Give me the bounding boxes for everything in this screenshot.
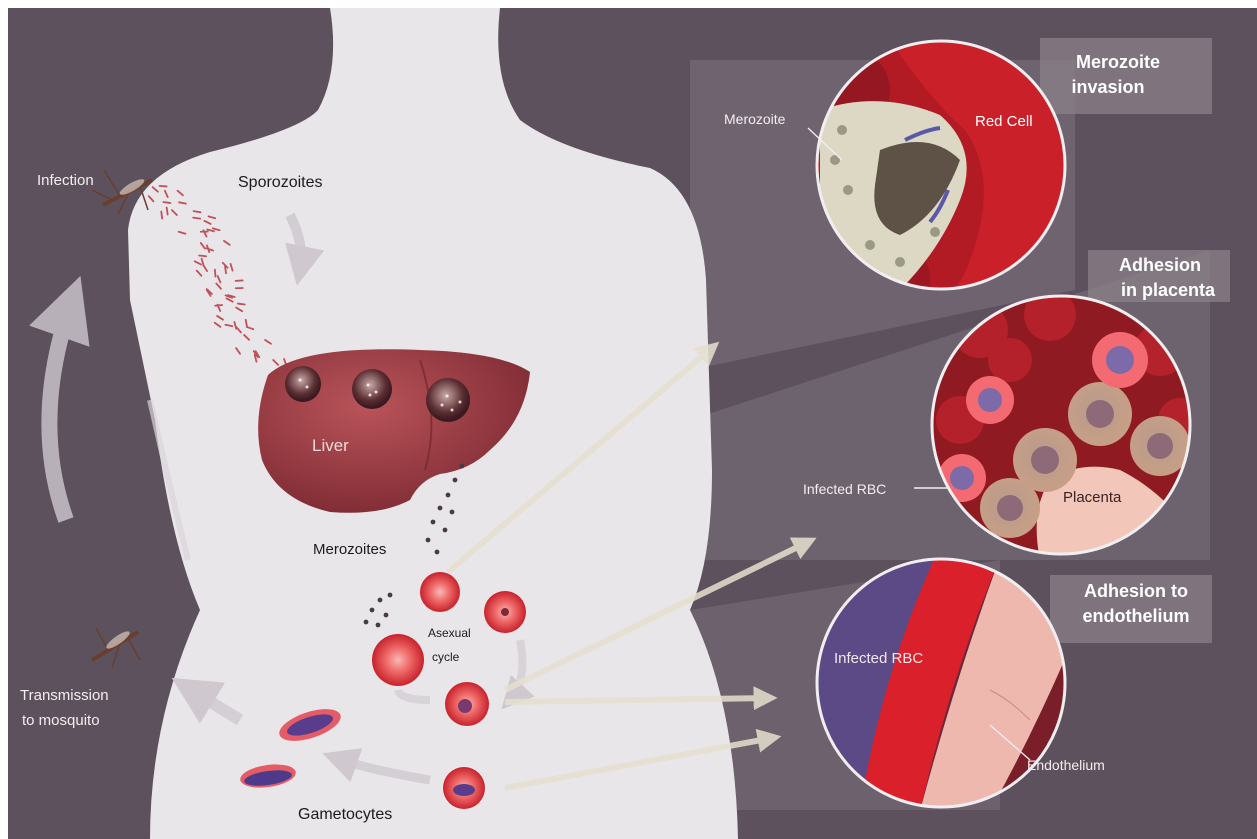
title-placenta-line1: Adhesion <box>1119 255 1201 275</box>
label-red-cell: Red Cell <box>975 113 1033 130</box>
label-asexual: Asexual <box>428 626 471 640</box>
label-infected-rbc-placenta: Infected RBC <box>803 481 886 497</box>
liver-schizont <box>285 366 321 402</box>
sporozoite <box>215 270 216 277</box>
parasite-ring <box>501 608 509 616</box>
ruptured-schizont-cell <box>372 634 424 686</box>
sporozoite <box>163 202 170 203</box>
sporozoite <box>225 266 226 273</box>
sporozoite <box>194 211 201 212</box>
label-gametocytes: Gametocytes <box>298 806 392 823</box>
title-box-invasion <box>1040 38 1212 114</box>
label-merozoites: Merozoites <box>313 541 386 558</box>
sporozoite <box>161 212 162 219</box>
label-liver: Liver <box>312 436 349 455</box>
sporozoite <box>167 208 168 215</box>
parasite-trophozoite <box>458 699 472 713</box>
label-endothelium: Endothelium <box>1027 757 1105 773</box>
label-sporozoites: Sporozoites <box>238 174 323 191</box>
title-invasion-line1: Merozoite <box>1076 52 1160 72</box>
label-merozoite: Merozoite <box>724 111 786 127</box>
arrow-to-endothelium <box>505 698 768 702</box>
sporozoite <box>238 304 245 305</box>
title-placenta-line2: in placenta <box>1121 280 1216 300</box>
label-infection: Infection <box>37 172 94 189</box>
sporozoite <box>246 320 247 327</box>
sporozoite <box>199 255 206 256</box>
red-blood-cell <box>420 572 460 612</box>
sporozoite <box>215 305 222 306</box>
liver-schizont <box>352 369 392 409</box>
label-infected-rbc-endothelium: Infected RBC <box>834 650 923 667</box>
label-placenta: Placenta <box>1063 489 1122 506</box>
sporozoite <box>179 202 186 203</box>
liver-schizont <box>426 378 470 422</box>
label-to-mosquito: to mosquito <box>22 712 100 729</box>
sporozoite <box>193 218 200 219</box>
label-transmission: Transmission <box>20 687 109 704</box>
title-endothelium-line1: Adhesion to <box>1084 581 1188 601</box>
title-invasion-line2: invasion <box>1071 77 1144 97</box>
sporozoite <box>160 186 167 187</box>
label-cycle: cycle <box>432 650 460 664</box>
gametocyte-parasite <box>453 784 475 796</box>
title-endothelium-line2: endothelium <box>1083 606 1190 626</box>
